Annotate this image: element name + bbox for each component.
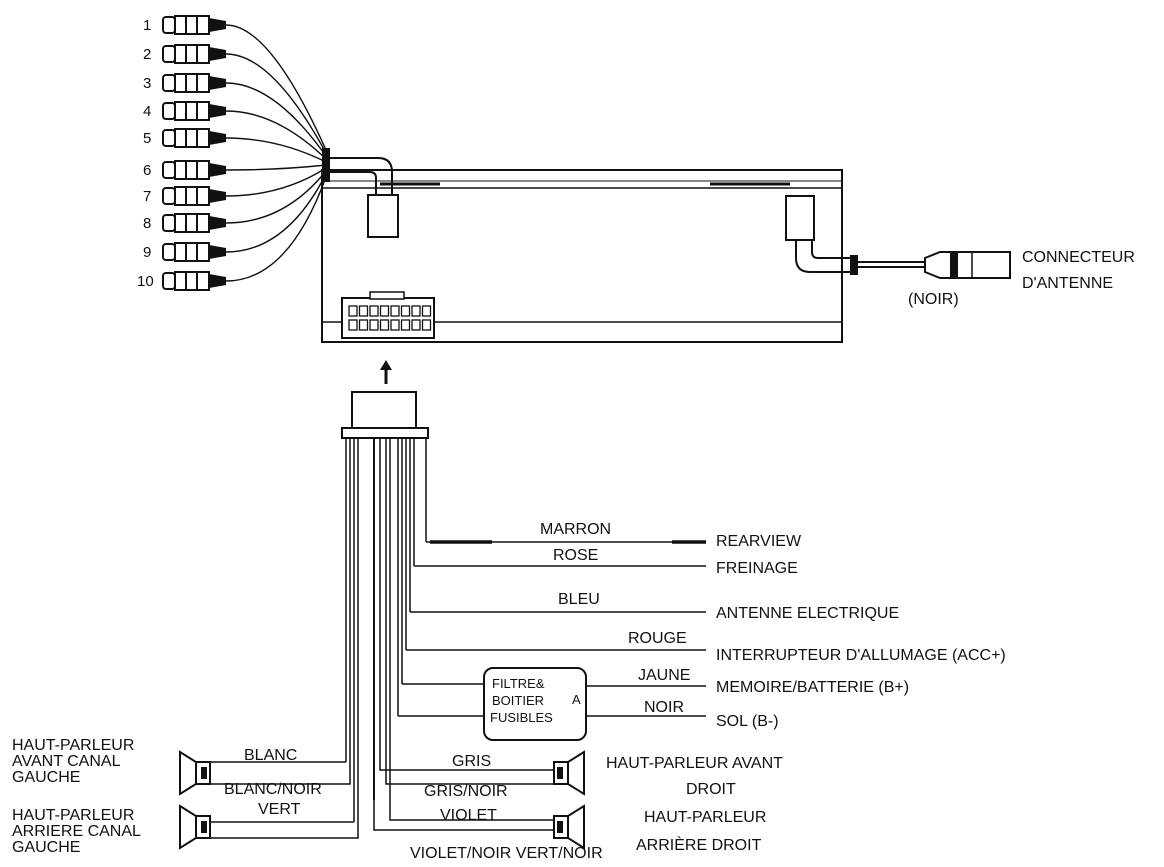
fuse-mark: A — [572, 692, 581, 707]
rca-connector-icon — [162, 271, 226, 291]
function-label-sol: SOL (B-) — [716, 713, 779, 730]
rca-connector-icon — [162, 128, 226, 148]
speaker-rear-left-icon — [179, 804, 211, 850]
speaker-rear-right-icon — [553, 804, 585, 850]
wire-label-rouge: ROUGE — [628, 630, 687, 647]
rca-wire — [225, 110, 327, 160]
rca-number-6: 6 — [143, 162, 151, 179]
socket-pin — [358, 319, 369, 331]
speaker-rear-right-label-1: HAUT-PARLEUR — [644, 809, 766, 826]
socket-pin — [411, 319, 421, 331]
socket-pin — [379, 319, 390, 331]
rca-connector-icon — [162, 44, 226, 64]
rca-connector-icon — [162, 186, 226, 206]
antenna-color-label: (NOIR) — [908, 291, 959, 308]
wire-label-gris-noir: GRIS/NOIR — [424, 783, 508, 800]
wire-label-blanc-noir: BLANC/NOIR — [224, 781, 322, 798]
fuse-label-line3: FUSIBLES — [490, 710, 553, 725]
socket-pin — [379, 305, 390, 317]
speaker-front-left-icon — [179, 750, 211, 796]
function-label-memoire: MEMOIRE/BATTERIE (B+) — [716, 679, 909, 696]
wire-label-noir: NOIR — [644, 699, 684, 716]
wire-label-jaune: JAUNE — [638, 667, 690, 684]
function-label-antenne: ANTENNE ELECTRIQUE — [716, 605, 899, 622]
socket-pin — [400, 305, 411, 317]
socket-pin — [348, 305, 358, 317]
speaker-rear-left-label-2: ARRIERE CANAL — [12, 823, 141, 840]
wire-label-marron: MARRON — [540, 521, 611, 538]
harness-wires — [210, 438, 554, 839]
wire-label-vert: VERT — [258, 801, 301, 818]
fuse-label-line1: FILTRE& — [492, 676, 545, 691]
socket-pin — [411, 305, 421, 317]
antenna-connector-label-line1: CONNECTEUR — [1022, 249, 1135, 266]
speaker-front-left-label-1: HAUT-PARLEUR — [12, 737, 134, 754]
rca-connector-icon — [162, 101, 226, 121]
speaker-rear-left-label-3: GAUCHE — [12, 839, 80, 856]
socket-pin — [348, 319, 358, 331]
rca-connector-icon — [162, 242, 226, 262]
rca-number-9: 9 — [143, 244, 151, 261]
function-label-freinage: FREINAGE — [716, 560, 798, 577]
speaker-rear-right-label-2: ARRIÈRE DROIT — [636, 835, 762, 854]
rca-wire — [225, 24, 327, 151]
antenna-connector — [924, 251, 1011, 279]
rca-number-8: 8 — [143, 215, 151, 232]
socket-pin — [390, 319, 400, 331]
rca-number-4: 4 — [143, 103, 151, 120]
rca-bundle-bend — [326, 157, 399, 238]
speaker-rear-left-label-1: HAUT-PARLEUR — [12, 807, 134, 824]
socket-pin — [358, 305, 369, 317]
function-wires — [398, 540, 706, 717]
rca-connector-icon — [162, 15, 226, 35]
wire-label-bleu: BLEU — [558, 591, 600, 608]
rca-connector-icon — [162, 160, 226, 180]
rca-number-7: 7 — [143, 188, 151, 205]
rca-number-10: 10 — [137, 273, 154, 290]
rca-connectors: 1 2 3 4 5 6 7 8 9 10 — [137, 15, 330, 291]
harness-plug — [341, 391, 429, 439]
rca-connector-icon — [162, 213, 226, 233]
wire-label-bottom: VIOLET/NOIR VERT/NOIR — [410, 845, 603, 862]
function-label-acc: INTERRUPTEUR D'ALLUMAGE (ACC+) — [716, 647, 1006, 664]
rca-wire — [225, 53, 327, 154]
socket-pin — [421, 305, 432, 317]
rca-number-2: 2 — [143, 46, 151, 63]
antenna-cable — [785, 195, 925, 275]
rca-wire — [225, 164, 327, 171]
fuse-label-line2: BOITIER — [492, 693, 544, 708]
wire-label-rose: ROSE — [553, 547, 598, 564]
wire-label-violet: VIOLET — [440, 807, 497, 824]
socket-pin — [369, 305, 379, 317]
speaker-front-left-label-2: AVANT CANAL — [12, 753, 121, 770]
rca-number-3: 3 — [143, 75, 151, 92]
speaker-front-right-label-2: DROIT — [686, 781, 736, 798]
socket-pin — [400, 319, 411, 331]
rca-wire — [225, 176, 327, 282]
fuse-box: FILTRE& BOITIER FUSIBLES A — [483, 667, 587, 741]
rca-wire — [225, 173, 327, 253]
rca-number-1: 1 — [143, 17, 151, 34]
speaker-front-right-icon — [553, 750, 585, 796]
wire-label-gris: GRIS — [452, 753, 491, 770]
rca-wire — [225, 137, 327, 163]
rca-wire — [225, 170, 327, 224]
socket-pin — [421, 319, 432, 331]
wire-label-blanc: BLANC — [244, 747, 297, 764]
unit-harness-socket — [341, 291, 435, 339]
rca-wire — [225, 82, 327, 157]
socket-pin — [390, 305, 400, 317]
rca-bundle-clamp — [322, 148, 330, 182]
speaker-front-left-label-3: GAUCHE — [12, 769, 80, 786]
rca-number-5: 5 — [143, 130, 151, 147]
antenna-connector-label-line2: D'ANTENNE — [1022, 275, 1113, 292]
speaker-front-right-label-1: HAUT-PARLEUR AVANT — [606, 755, 783, 772]
up-arrow-icon — [380, 360, 392, 384]
rca-connector-icon — [162, 73, 226, 93]
socket-pin — [369, 319, 379, 331]
rca-wire — [225, 167, 327, 197]
function-label-rearview: REARVIEW — [716, 533, 802, 550]
